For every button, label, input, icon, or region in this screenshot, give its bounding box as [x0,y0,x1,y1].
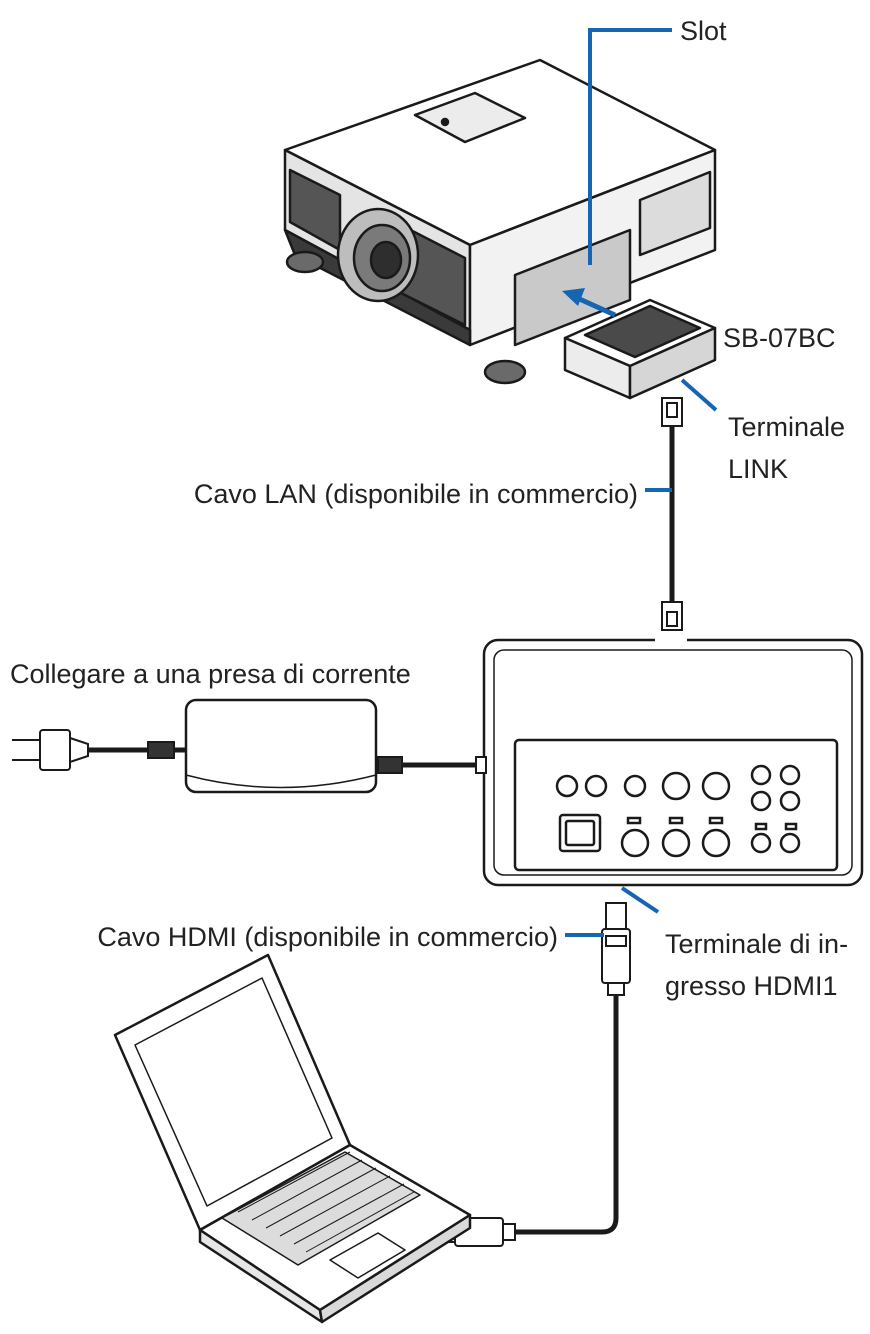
callout-hdmi-in [620,886,660,914]
laptop [113,953,472,1324]
dc-plug [475,756,487,774]
power-adapter [184,698,378,794]
dc-cable-ferrite [377,756,403,774]
insert-arrowhead-icon [562,288,585,306]
sb-07bc-module [563,298,717,400]
ac-cable-ferrite [147,741,175,759]
label-terminale-link-line2: LINK [728,454,788,484]
label-hdmi-in-line2: gresso HDMI1 [665,971,838,1001]
label-presa: Collegare a una presa di corrente [10,659,411,689]
lan-plug-bottom [661,601,683,631]
callout-lines [565,28,718,937]
hdmi-cable [515,995,619,1235]
label-cavo-lan: Cavo LAN (disponibile in commercio) [194,479,638,509]
ac-plug [12,729,89,771]
label-hdmi-in-line1: Terminale di in- [665,929,848,959]
callout-slot [588,28,672,265]
keyboard-keys [237,1151,415,1253]
label-cavo-hdmi: Cavo HDMI (disponibile in commercio) [97,922,558,952]
label-terminale-link-line1: Terminale [728,412,845,442]
callout-link [680,378,718,412]
label-slot: Slot [680,16,727,46]
insert-arrow-icon [573,294,617,318]
hdmi-plug-top [601,902,631,996]
label-sb07bc: SB-07BC [723,323,836,353]
receiver-panel-controls [555,764,801,858]
projector [283,58,717,385]
lan-plug-top [661,397,683,427]
